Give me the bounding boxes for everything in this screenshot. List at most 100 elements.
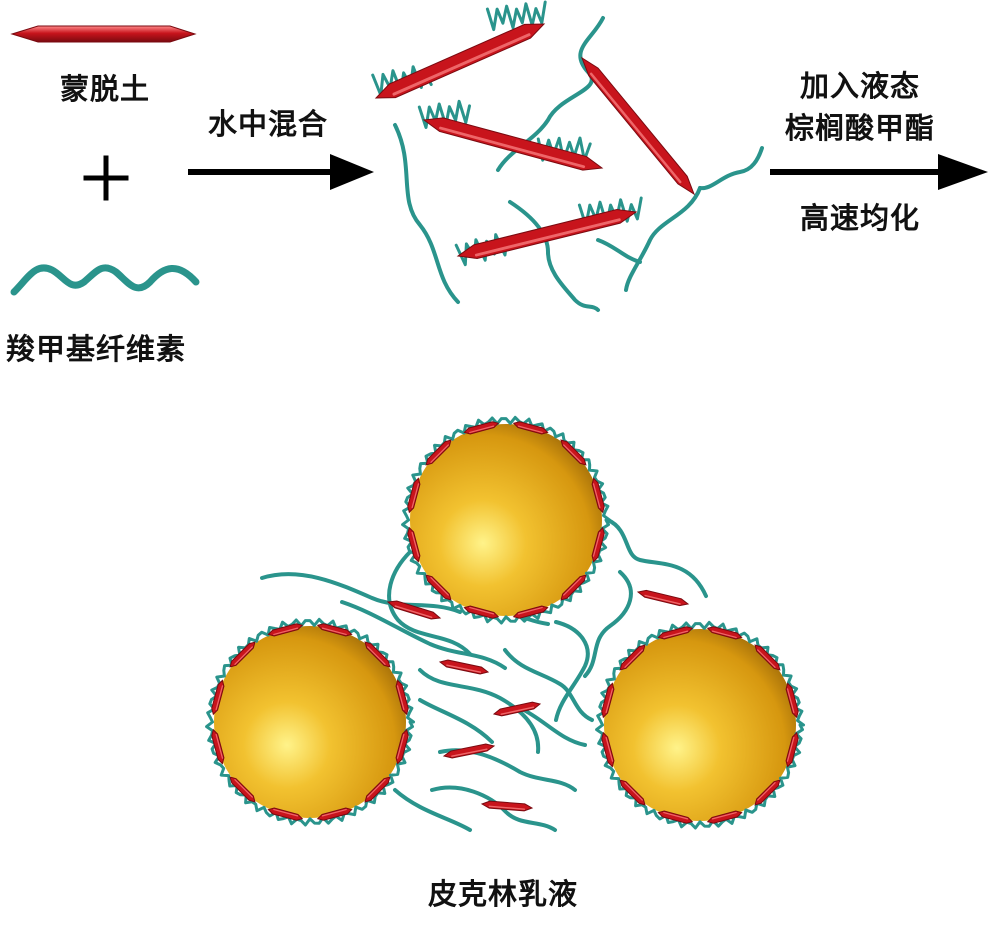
oil-droplet-icon <box>401 415 611 625</box>
clay-highlight <box>663 811 689 820</box>
clay-highlight <box>392 33 531 96</box>
clay-shell-platelet <box>229 776 256 803</box>
clay-platelet-icon <box>636 589 690 607</box>
cellulose-chain-icon <box>583 570 633 678</box>
clay-highlight <box>451 748 488 757</box>
cellulose-chain-icon <box>698 146 764 191</box>
clay-highlight <box>605 736 614 762</box>
clay-shell-platelet <box>657 810 694 824</box>
clay-shell-platelet <box>657 626 694 640</box>
clay-highlight <box>234 779 253 798</box>
emulsion-cluster <box>205 415 805 832</box>
clay-shell-platelet <box>754 779 781 806</box>
cellulose-chain-icon <box>624 186 702 292</box>
clay-highlight <box>321 808 347 817</box>
clay-highlight <box>605 688 614 714</box>
clay-shell-platelet <box>785 731 799 768</box>
clay-highlight <box>589 72 682 184</box>
clay-highlight <box>474 218 621 257</box>
clay-shell-platelet <box>211 728 225 765</box>
cellulose-shell <box>401 415 611 625</box>
clay-highlight <box>439 126 586 169</box>
clay-shell-platelet <box>267 807 304 821</box>
clay-highlight <box>321 627 347 636</box>
pickering-emulsion-label: 皮克林乳液 <box>428 877 579 911</box>
clay-highlight <box>367 779 386 798</box>
clay-highlight <box>469 425 495 434</box>
clay-shell-platelet <box>706 626 743 640</box>
cellulose-shell <box>595 620 805 830</box>
cellulose-chain-icon <box>518 706 587 747</box>
clay-shell-platelet <box>425 439 452 466</box>
clay-shell-platelet <box>560 574 587 601</box>
cellulose-chain-icon <box>418 698 494 744</box>
clay-highlight <box>430 444 449 463</box>
add-liquid-label: 加入液态 <box>799 69 920 103</box>
clay-highlight <box>592 483 601 509</box>
cellulose-chain-icon <box>596 238 642 264</box>
cellulose-wrap <box>485 0 547 32</box>
clay-highlight <box>488 805 526 810</box>
clay-shell-platelet <box>463 605 500 619</box>
clay-highlight <box>411 483 420 509</box>
clay-highlight <box>757 649 776 668</box>
oil-droplet-icon <box>595 620 805 830</box>
cellulose-chain-icon <box>503 648 594 722</box>
cellulose-chain-icon <box>387 550 472 656</box>
clay-highlight <box>786 688 795 714</box>
clay-platelet-icon <box>386 600 442 620</box>
clay-platelet-icon <box>438 659 490 675</box>
clay-shell-platelet <box>463 421 500 435</box>
clay-shell-platelet <box>407 526 421 563</box>
cellulose-chain-icon <box>340 600 507 670</box>
arrow-right-icon <box>188 154 374 190</box>
aqueous-mixture-cluster <box>371 0 764 312</box>
cellulose-shell <box>205 617 415 827</box>
high-speed-homogenization-label: 高速均化 <box>799 201 920 235</box>
clay-highlight <box>469 606 495 615</box>
montmorillonite-label: 蒙脱土 <box>60 72 151 106</box>
cmc-label: 羧甲基纤维素 <box>6 332 187 366</box>
clay-shell-platelet <box>395 679 409 716</box>
clay-shell-platelet <box>512 605 549 619</box>
clay-highlight <box>711 630 737 639</box>
cellulose-chain-icon <box>418 668 541 754</box>
clay-highlight <box>624 782 643 801</box>
clay-shell-platelet <box>591 526 605 563</box>
clay-highlight <box>786 736 795 762</box>
clay-shell-platelet <box>425 574 452 601</box>
clay-platelet-icon <box>492 701 542 717</box>
clay-shell-platelet <box>619 644 646 671</box>
cellulose-chain-icon <box>393 788 472 832</box>
legend-cellulose-chain-icon <box>10 264 200 296</box>
cellulose-chain-icon <box>430 785 557 832</box>
clay-shell-platelet <box>316 807 353 821</box>
clay-highlight <box>592 531 601 557</box>
clay-shell-platelet <box>706 810 743 824</box>
clay-highlight <box>215 733 224 759</box>
cellulose-chain-icon <box>508 200 600 312</box>
clay-shell-platelet <box>512 421 549 435</box>
legend-clay-platelet-icon <box>10 25 197 43</box>
clay-highlight <box>644 594 681 605</box>
clay-highlight <box>563 577 582 596</box>
clay-shell-platelet <box>364 776 391 803</box>
clay-shell-platelet <box>619 779 646 806</box>
clay-shell-platelet <box>211 679 225 716</box>
clay-shell-platelet <box>591 477 605 514</box>
clay-shell-platelet <box>267 623 304 637</box>
clay-shell-platelet <box>601 682 615 719</box>
clay-shell-platelet <box>316 623 353 637</box>
clay-shell-platelet <box>364 641 391 668</box>
clay-platelet-icon <box>422 117 604 171</box>
clay-platelet-icon <box>442 743 496 759</box>
clay-highlight <box>517 606 543 615</box>
clay-highlight <box>396 733 405 759</box>
clay-shell-platelet <box>601 731 615 768</box>
oil-droplet-icon <box>205 617 415 827</box>
clay-highlight <box>273 808 299 817</box>
clay-highlight <box>500 706 535 715</box>
clay-highlight <box>430 577 449 596</box>
clay-highlight <box>757 782 776 801</box>
clay-highlight <box>215 685 224 711</box>
